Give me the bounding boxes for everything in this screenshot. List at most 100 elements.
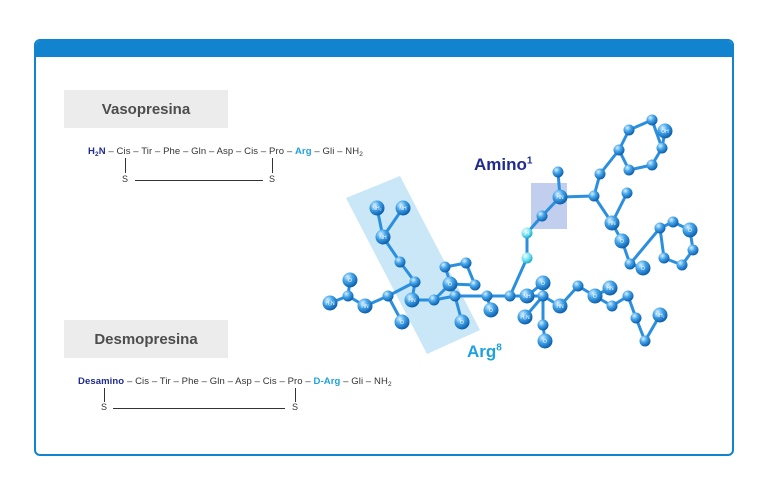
atom-label: NH (399, 206, 407, 212)
atom-label: H (525, 231, 529, 237)
atom (657, 123, 673, 139)
amino1-callout: Amino1 (474, 155, 532, 175)
atom (635, 260, 651, 276)
atom (449, 290, 461, 302)
atom-label: O (400, 320, 404, 326)
desmopresina-title-box: Desmopresina (64, 320, 228, 358)
h2n-h: H (88, 146, 95, 157)
atom (552, 298, 568, 314)
atom-label: HN (556, 304, 564, 310)
vaso-bridge-right (272, 158, 273, 173)
atom (602, 280, 618, 296)
atom (504, 290, 516, 302)
vasopresina-title: Vasopresina (101, 100, 191, 118)
atom (369, 200, 385, 216)
atom (460, 257, 472, 269)
vaso-s-right: S (269, 174, 276, 184)
bond (508, 256, 529, 298)
atom-label: HN (408, 298, 416, 304)
amino-sup: 1 (526, 155, 533, 167)
desmo-bridge-right (295, 388, 296, 402)
atom (622, 290, 634, 302)
arg8-callout: Arg8 (467, 342, 502, 362)
atom (409, 276, 421, 288)
desmopresina-sequence: Desamino – Cis – Tir – Phe – Gln – Asp –… (78, 376, 392, 388)
atom (469, 279, 481, 291)
vasopresina-nh-sub: 2 (359, 151, 363, 158)
vasopresina-seq-end: – Gli – NH (311, 146, 360, 157)
atom (357, 298, 373, 314)
arg-sup: 8 (496, 342, 502, 354)
atom (439, 261, 451, 273)
desmo-s-right: S (292, 402, 299, 412)
atom-label: O (641, 266, 645, 272)
atom-label: O (489, 308, 493, 314)
atom (537, 319, 549, 331)
atom (646, 114, 658, 126)
atom (656, 142, 668, 154)
atom (623, 124, 635, 136)
atom (639, 335, 651, 347)
atom-label: NH₂ (655, 313, 664, 319)
atom (375, 229, 391, 245)
atom (481, 290, 493, 302)
desmo-disulfide-line (113, 408, 285, 409)
atom (342, 290, 354, 302)
atom (624, 258, 636, 270)
atom-label: O (541, 281, 545, 287)
atom (521, 252, 533, 264)
atom (535, 275, 551, 291)
atom-label: O (460, 320, 464, 326)
atom (588, 190, 600, 202)
atom (621, 187, 633, 199)
atom (442, 276, 458, 292)
vasopresina-title-box: Vasopresina (64, 90, 228, 128)
atom (654, 222, 666, 234)
atom (614, 233, 630, 249)
atom-label: NH₂ (372, 206, 381, 212)
atom (382, 290, 394, 302)
atom (646, 159, 658, 171)
atom-label: NH (523, 294, 531, 300)
atom (623, 164, 635, 176)
desmo-bridge-left (104, 388, 105, 402)
atom-label: H₂N (325, 301, 335, 307)
atom (676, 259, 688, 271)
atom (537, 290, 549, 302)
atom (630, 312, 642, 324)
atom (572, 280, 584, 292)
atom (519, 288, 535, 304)
atom-label: HN (608, 221, 616, 227)
atom-label: O (448, 282, 452, 288)
desmopresina-seq-end: – Gli – NH (340, 376, 388, 387)
atom-label: NH (379, 235, 387, 241)
desmopresina-title: Desmopresina (94, 330, 198, 348)
atom (667, 216, 679, 228)
atom (394, 256, 406, 268)
atom (613, 144, 625, 156)
atom-label: O (543, 339, 547, 345)
atom (604, 215, 620, 231)
atom (342, 272, 358, 288)
atom-label: HN (606, 286, 614, 292)
vaso-disulfide-line (135, 180, 263, 181)
atom (658, 252, 670, 264)
atom (536, 210, 548, 222)
vaso-bridge-left (125, 158, 126, 173)
atom-label: HN (361, 304, 369, 310)
atom (394, 314, 410, 330)
arg-label: Arg (467, 342, 497, 361)
atom-label: O (593, 294, 597, 300)
h2n-sub: 2 (94, 151, 99, 158)
atom-label: OH (661, 129, 669, 135)
desmo-s-left: S (101, 402, 108, 412)
atom (404, 292, 420, 308)
vaso-s-left: S (122, 174, 129, 184)
atom (687, 244, 699, 256)
vasopresina-seq-mid: – Cis – Tir – Phe – Gln – Asp – Cis – Pr… (105, 146, 295, 157)
atom (682, 222, 698, 238)
atom (428, 294, 440, 306)
atom (322, 295, 338, 311)
vasopresina-arg: Arg (294, 146, 312, 157)
